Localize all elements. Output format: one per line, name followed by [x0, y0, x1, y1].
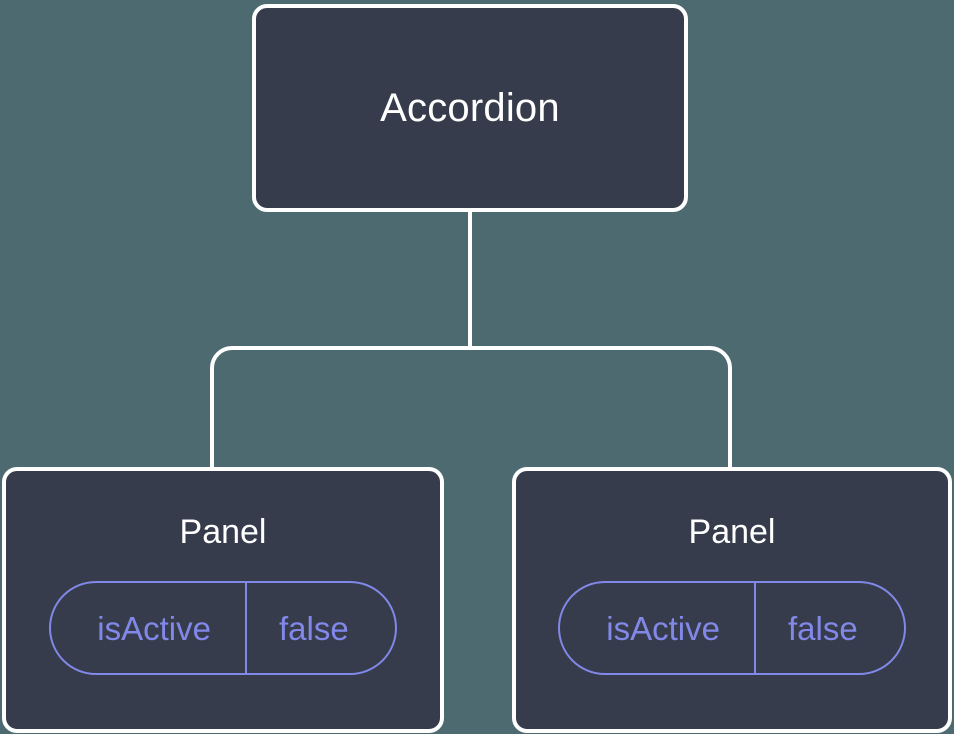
prop-key-right: isActive	[606, 609, 720, 647]
node-accordion-title: Accordion	[380, 86, 560, 130]
prop-pill-left[interactable]: isActive false	[49, 581, 397, 675]
prop-value-right: false	[753, 583, 904, 673]
edge-branch-right	[470, 346, 732, 469]
node-panel-right[interactable]: Panel isActive false	[512, 467, 952, 733]
node-accordion[interactable]: Accordion	[252, 4, 688, 212]
node-panel-left[interactable]: Panel isActive false	[2, 467, 444, 733]
node-panel-left-title: Panel	[179, 513, 267, 551]
prop-value-left: false	[244, 583, 395, 673]
edge-branch-left	[210, 346, 470, 469]
prop-pill-right[interactable]: isActive false	[558, 581, 906, 675]
node-panel-right-title: Panel	[688, 513, 776, 551]
prop-key-left: isActive	[97, 609, 211, 647]
